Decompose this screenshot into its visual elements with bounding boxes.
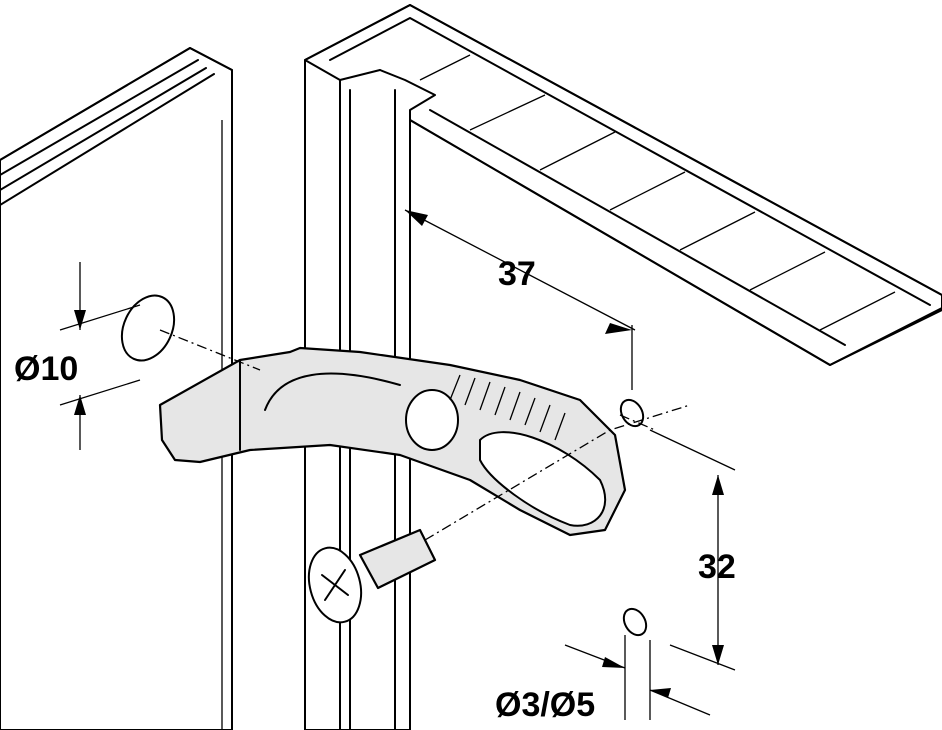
catch-hole	[405, 389, 459, 451]
dimension-37-label: 37	[498, 255, 536, 293]
dimension-diameter-10-label: Ø10	[14, 350, 79, 388]
screw	[307, 528, 437, 624]
dimension-lines	[59, 209, 736, 720]
cabinet-frame	[304, 4, 942, 730]
hole-upper	[619, 398, 645, 428]
dimension-32-label: 32	[698, 548, 736, 586]
catch-body	[158, 346, 627, 537]
hole-10mm	[120, 294, 176, 362]
hole-lower	[622, 607, 648, 637]
dimension-diameter-3-5-label: Ø3/Ø5	[495, 686, 596, 724]
